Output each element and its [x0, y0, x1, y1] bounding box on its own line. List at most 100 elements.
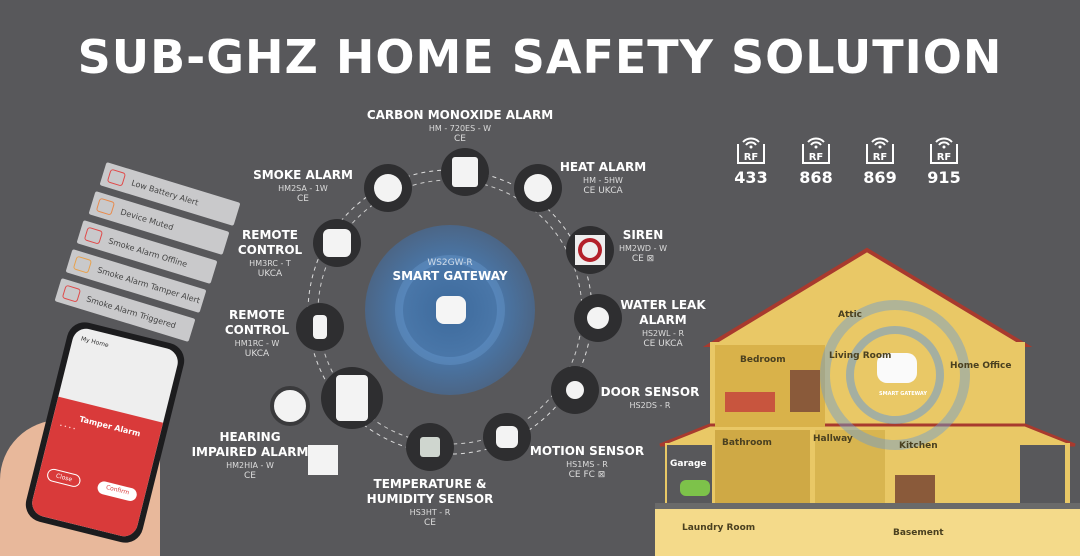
- cert-marks: CE: [244, 471, 256, 481]
- room-attic: Attic: [838, 310, 862, 320]
- device-model: HM2HIA - W: [226, 461, 274, 470]
- device-name: REMOTE: [229, 308, 285, 322]
- cert-marks: CE ⊠: [631, 254, 655, 264]
- device-model: HS2DS - R: [629, 401, 671, 410]
- device-name: ALARM: [639, 313, 687, 327]
- heat-alarm-node[interactable]: [514, 164, 562, 212]
- gateway-model: WS2GW-R: [427, 258, 473, 268]
- device-model: HM - 5HW: [583, 176, 623, 185]
- siren-node[interactable]: [566, 226, 614, 274]
- device-name: CONTROL: [224, 323, 290, 337]
- co-alarm-icon: [452, 157, 478, 187]
- cert-marks: CE: [454, 134, 466, 144]
- confirm-button[interactable]: Confirm: [96, 480, 139, 503]
- device-name: REMOTE: [242, 228, 298, 242]
- device-name: HEAT ALARM: [559, 160, 647, 174]
- hearing-alarm-unit-icon: [336, 375, 368, 421]
- cert-marks: CE UKCA: [583, 186, 623, 196]
- device-model: HM3RC - T: [249, 259, 291, 268]
- cert-marks: UKCA: [244, 349, 270, 359]
- water-leak-node[interactable]: [574, 294, 622, 342]
- rf-wifi-icon: RF: [799, 130, 833, 166]
- device-name: SMOKE ALARM: [253, 168, 353, 182]
- door-sensor-node[interactable]: [551, 366, 599, 414]
- device-name: TEMPERATURE &: [373, 477, 487, 491]
- device-name: HEARING: [219, 430, 281, 444]
- room-bathroom: Bathroom: [722, 438, 772, 448]
- rf-frequency: 869: [863, 168, 897, 187]
- remote-1rc-node[interactable]: [296, 303, 344, 351]
- thermometer-display-icon: [420, 437, 440, 457]
- remote-control-icon: [323, 229, 351, 257]
- gateway-name: SMART GATEWAY: [392, 269, 508, 283]
- device-name: WATER LEAK: [620, 298, 706, 312]
- device-name: CONTROL: [237, 243, 303, 257]
- muted-speaker-icon: [95, 197, 116, 216]
- cert-marks: UKCA: [257, 269, 283, 279]
- close-button[interactable]: Close: [45, 467, 83, 489]
- motion-sensor-node[interactable]: [483, 413, 531, 461]
- device-model: HM1RC - W: [234, 339, 280, 348]
- triggered-icon: [61, 284, 82, 303]
- rf-frequency: 915: [927, 168, 961, 187]
- siren-icon: [575, 235, 605, 265]
- rf-badge-433: RF 433: [733, 130, 769, 187]
- rf-frequency: 433: [734, 168, 768, 187]
- room-living-room: Living Room: [829, 351, 892, 361]
- gateway-device: [436, 296, 466, 324]
- hearing-impaired-node[interactable]: [321, 367, 383, 429]
- smoke-alarm-icon: [374, 174, 402, 202]
- rf-wifi-icon: RF: [734, 130, 768, 166]
- room-kitchen: Kitchen: [899, 441, 938, 451]
- rf-text: RF: [809, 152, 824, 163]
- co-alarm-node[interactable]: [441, 148, 489, 196]
- house-gateway-label: SMART GATEWAY: [879, 391, 927, 397]
- cert-marks: CE: [424, 518, 436, 528]
- rf-wifi-icon: RF: [927, 130, 961, 166]
- smoke-alarm-node[interactable]: [364, 164, 412, 212]
- offline-icon: [83, 226, 104, 245]
- device-name: MOTION SENSOR: [529, 444, 645, 458]
- room-laundry: Laundry Room: [682, 523, 756, 533]
- tamper-alarm-popup: Tamper Alarm • • • • Close Confirm: [29, 396, 163, 540]
- rf-badge-869: RF 869: [862, 130, 898, 187]
- device-model: HS3HT - R: [409, 508, 451, 517]
- room-basement: Basement: [893, 528, 944, 538]
- remote-3rc-node[interactable]: [313, 219, 361, 267]
- rf-text: RF: [937, 152, 952, 163]
- rf-text: RF: [744, 152, 759, 163]
- room-garage: Garage: [670, 459, 707, 469]
- device-model: HM - 720ES - W: [428, 124, 492, 133]
- device-name: DOOR SENSOR: [600, 385, 700, 399]
- temp-sensor-node[interactable]: [406, 423, 454, 471]
- water-leak-icon: [587, 307, 609, 329]
- device-model: HM2WD - W: [619, 244, 667, 253]
- device-name: SIREN: [622, 228, 664, 242]
- cert-marks: CE FC ⊠: [568, 470, 606, 480]
- rf-badge-915: RF 915: [926, 130, 962, 187]
- pillow-pad-icon: [308, 445, 338, 475]
- gateway-label: WS2GW-R SMART GATEWAY: [392, 258, 507, 284]
- cert-marks: CE UKCA: [643, 339, 683, 349]
- cert-marks: CE: [297, 194, 309, 204]
- device-model: HS2WL - R: [641, 329, 685, 338]
- rf-badge-868: RF 868: [798, 130, 834, 187]
- rf-frequency: 868: [799, 168, 833, 187]
- battery-icon: [106, 168, 127, 187]
- rf-wifi-icon: RF: [863, 130, 897, 166]
- strobe-disc-icon: [270, 386, 310, 426]
- keyfob-icon: [313, 315, 327, 339]
- room-bedroom: Bedroom: [740, 355, 786, 365]
- device-model: HS1MS - R: [566, 460, 608, 469]
- device-name: CARBON MONOXIDE ALARM: [366, 108, 554, 122]
